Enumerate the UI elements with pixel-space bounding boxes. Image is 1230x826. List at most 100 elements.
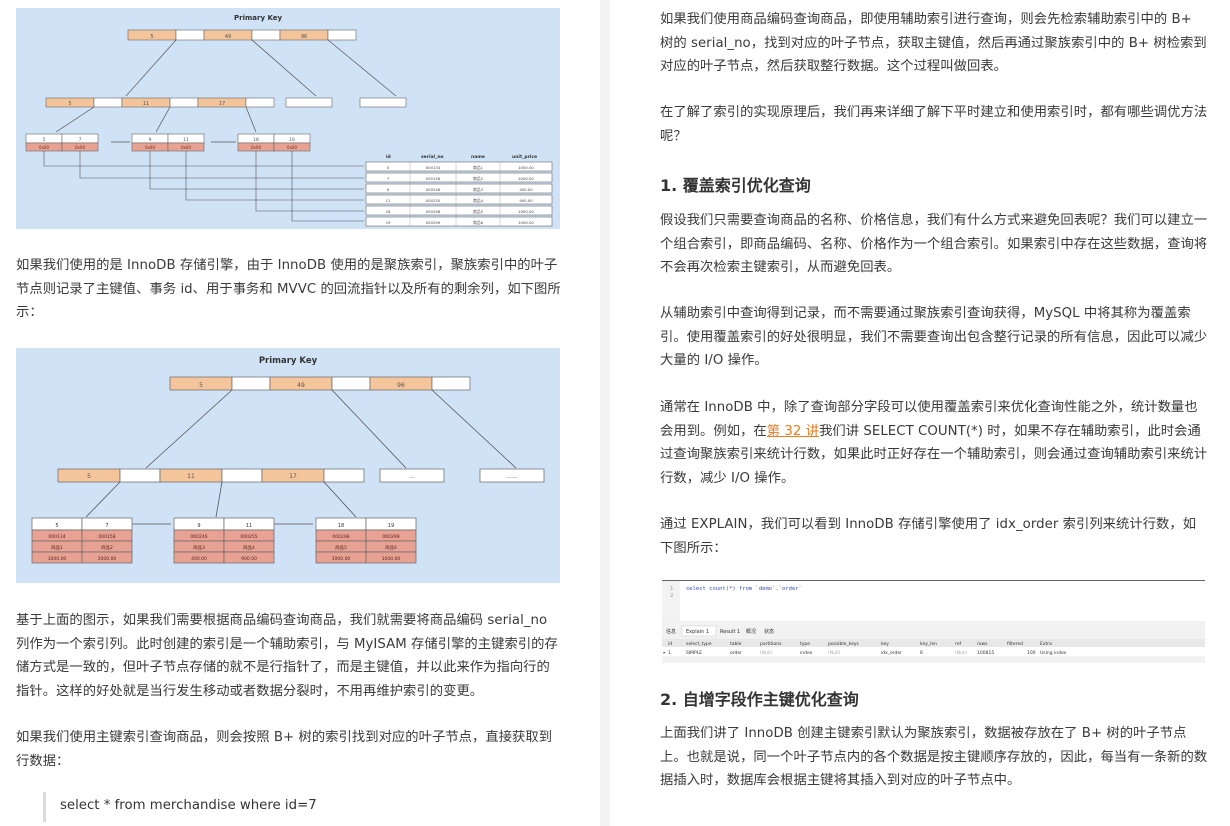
column-header: table [730,641,742,647]
mid-key: 17 [289,473,297,480]
root-arrows [125,39,397,97]
paragraph: 如果我们使用商品编码查询商品，即使用辅助索引进行查询，则会先检索辅助索引中的 B… [660,12,1207,74]
leaf-serial: 000299 [382,534,399,540]
leaf-price: 1000.00 [48,556,67,562]
line-number: 2 [670,593,673,599]
result-tab[interactable]: Explain 1 [686,629,709,635]
table-header: name [471,155,485,160]
leaf-key: 18 [338,523,344,529]
lesson-32-link[interactable]: 第 32 讲 [766,423,820,439]
result-cell: index [800,650,813,656]
cell: 000298 [426,209,441,214]
leaf-ptr: 0x00 [145,145,155,150]
leaf-ptr: 0x00 [75,145,85,150]
mid-key: 11 [187,473,195,480]
result-cell: 100815 [977,650,994,656]
cell: 000158 [426,176,441,181]
sql-line: select count(*) from `demo`.`order` [686,586,802,592]
result-tab[interactable]: 状态 [764,628,774,635]
bplus-tree-figure-clustered: Primary Key 5 49 96 [16,348,560,583]
row-table: id serial_no name unit_price [365,154,553,227]
leaf-price: 900.00 [241,556,257,562]
leaf-serial: 000255 [240,534,257,540]
column-header: rows [977,641,988,647]
result-cell: SIMPLE [686,650,702,656]
leaf-price: 1000.00 [382,556,401,562]
leaf-key: 9 [197,523,200,529]
column-header: Extra [1040,641,1052,647]
leaf-key: 9 [149,137,152,143]
mid-node: 5 11 17 [45,97,407,108]
leaf-key: 19 [289,137,295,143]
left-column: Primary Key 5 49 96 [0,0,600,826]
table-header: serial_no [421,154,444,160]
column-header: possible_keys [828,641,860,647]
right-column: 如果我们使用商品编码查询商品，即使用辅助索引进行查询，则会先检索辅助索引中的 B… [612,0,1230,826]
result-cell: order [730,650,742,656]
leaf-ptr: 0x00 [287,145,297,150]
bplus-tree-diagram-1: Primary Key 5 49 96 [25,14,553,227]
section-heading: 1. 覆盖索引优化查询 [660,176,811,195]
cell: 2000.00 [518,176,534,181]
cell: 商品5 [473,209,484,214]
cell: 商品6 [473,220,484,225]
leaf-key: 7 [79,137,82,143]
diagram-title: Primary Key [259,356,318,366]
leaf-nodes: 5 7 9 11 18 19 000134 000158 商品1 商品2 100… [31,517,417,564]
column-header: id [668,641,672,647]
leaf-key: 18 [253,137,259,143]
cell: 1900.00 [518,209,534,214]
cell: 400.00 [519,187,533,192]
column-header: key [881,641,889,647]
result-cell: (Null) [828,650,840,656]
result-cell: 1 [668,650,671,656]
cell: 7 [387,176,390,181]
cell: 000134 [426,165,441,170]
root-key: 49 [297,382,305,389]
result-cell: (Null) [955,650,967,656]
leaf-ptr: 0x00 [251,145,261,150]
cell: 1000.00 [518,220,534,225]
text-span: 通常在 InnoDB 中，除了查询部分字段可以使用覆盖索引来优化查询性能之外，统… [660,400,1198,439]
result-tab[interactable]: 信息 [666,628,676,635]
leaf-serial: 000298 [332,534,349,540]
result-cell: 6 [920,650,923,656]
leaf-name: 商品1 [51,544,63,551]
leaf-price: 2000.00 [98,556,117,562]
result-cell: 100 [1027,650,1036,656]
sql-query: select * from merchandise where id=7 [60,798,317,813]
cell: 商品4 [473,198,484,203]
result-cell: Using index [1040,650,1067,656]
paragraph: 如果我们使用的是 InnoDB 存储引擎，由于 InnoDB 使用的是聚族索引，… [16,258,561,320]
leaf-key: 5 [55,523,58,529]
mid-key: 17 [219,101,225,107]
code-blockquote: select * from merchandise where id=7 [43,792,566,822]
section-heading: 2. 自增字段作主键优化查询 [660,690,859,709]
ellipsis-label: ...... [506,473,518,480]
cell: 11 [386,198,391,203]
mid-key: 5 [68,101,71,107]
column-header: filtered [1007,641,1023,647]
root-node: 5 49 96 [169,376,471,391]
line-number: 1 [670,586,673,592]
leaf-key: 11 [246,523,252,529]
leaf-key: 7 [105,523,108,529]
leaf-key: 5 [43,137,46,143]
ellipsis-label: ... [409,473,415,480]
cell: 9 [387,187,390,192]
leaf-name: 商品2 [101,544,113,551]
table-header: id [386,154,391,160]
leaf-name: 商品6 [385,544,397,551]
paragraph: 在了解了索引的实现原理后，我们再来详细了解下平时建立和使用索引时，都有哪些调优方… [660,105,1208,144]
leaf-ptr: 0x00 [181,145,191,150]
leaf-serial: 000158 [98,534,115,540]
result-tab[interactable]: Result 1 [720,629,740,635]
root-key: 96 [301,34,307,40]
mid-arrows [55,106,257,143]
result-cell: (Null) [760,650,772,656]
cell: 900.00 [519,198,533,203]
row-cursor-icon: ▸ [663,650,666,656]
column-divider [600,0,610,826]
result-tab[interactable]: 概况 [746,628,756,635]
text-span: 我们讲 SELECT COUNT(*) 时，如果不存在辅助索引，此时会通过查询聚… [660,423,1208,486]
